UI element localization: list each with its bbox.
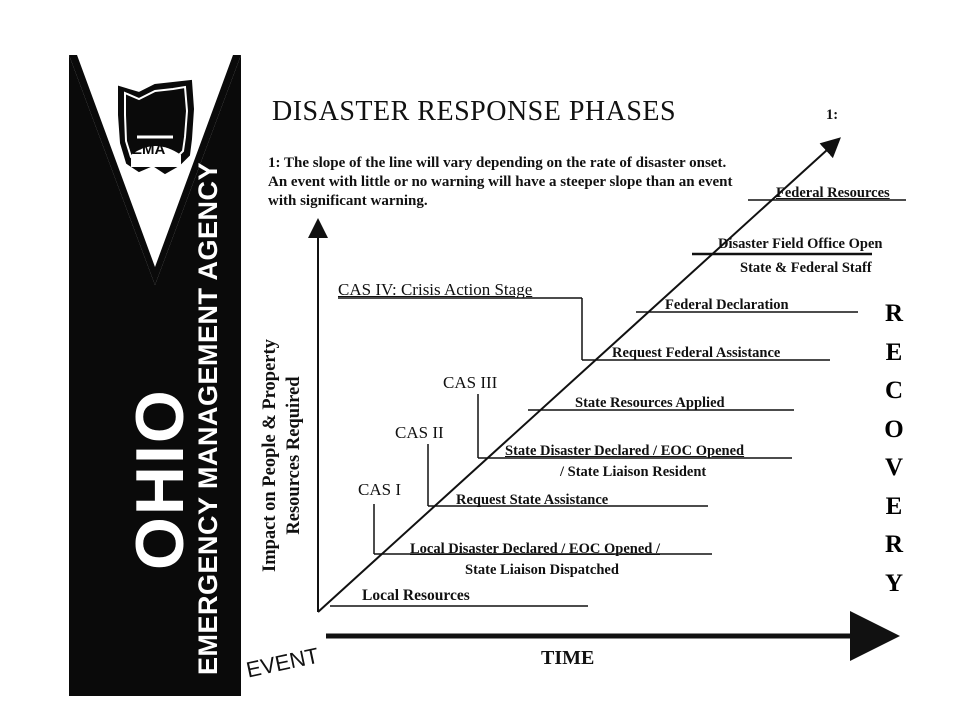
recovery-letter: C [884, 377, 904, 404]
step-dfo-line2: State & Federal Staff [740, 260, 872, 276]
x-axis-label: TIME [541, 647, 595, 669]
recovery-letter: R [884, 300, 904, 327]
escalation-line [317, 137, 841, 613]
footnote-marker: 1: [826, 107, 839, 123]
step-local-disaster-line2: State Liaison Dispatched [465, 562, 619, 578]
recovery-letter: O [884, 415, 904, 443]
step-state-disaster-line1: State Disaster Declared / EOC Opened [505, 443, 745, 459]
diagram-title: DISASTER RESPONSE PHASES [272, 96, 677, 127]
y-axis-label: Impact on People & Property Resources Re… [258, 339, 306, 572]
y-axis-label-line2: Resources Required [284, 376, 304, 535]
slope-note: 1: The slope of the line will vary depen… [268, 155, 733, 209]
step-federal-resources: Federal Resources [776, 185, 890, 201]
recovery-letter: R [884, 531, 904, 558]
step-federal-declaration: Federal Declaration [665, 297, 789, 313]
step-state-resources: State Resources Applied [575, 395, 725, 411]
y-axis-label-line1: Impact on People & Property [260, 339, 280, 572]
step-dfo-line1: Disaster Field Office Open [718, 236, 883, 252]
step-state-disaster-line2: / State Liaison Resident [560, 464, 707, 480]
ema-logo-text: EMA [132, 141, 166, 158]
recovery-letter: E [885, 492, 903, 520]
step-request-state: Request State Assistance [456, 492, 609, 508]
step-local-disaster-line1: Local Disaster Declared / EOC Opened / [410, 541, 660, 557]
recovery-letter: Y [884, 569, 904, 597]
banner-background [69, 55, 241, 696]
cas2-label: CAS II [395, 423, 444, 442]
cas4-label: CAS IV: Crisis Action Stage [338, 280, 533, 299]
recovery-letter: E [885, 338, 903, 366]
ohio-state-logo-icon [118, 79, 195, 175]
ema-side-banner: EMA OHIO EMERGENCY MANAGEMENT AGENCY [69, 55, 241, 696]
step-local-resources: Local Resources [362, 587, 470, 604]
cas1-label: CAS I [358, 480, 401, 499]
step-request-federal: Request Federal Assistance [612, 345, 781, 361]
cas3-label: CAS III [443, 373, 498, 392]
recovery-letter: V [884, 454, 904, 481]
